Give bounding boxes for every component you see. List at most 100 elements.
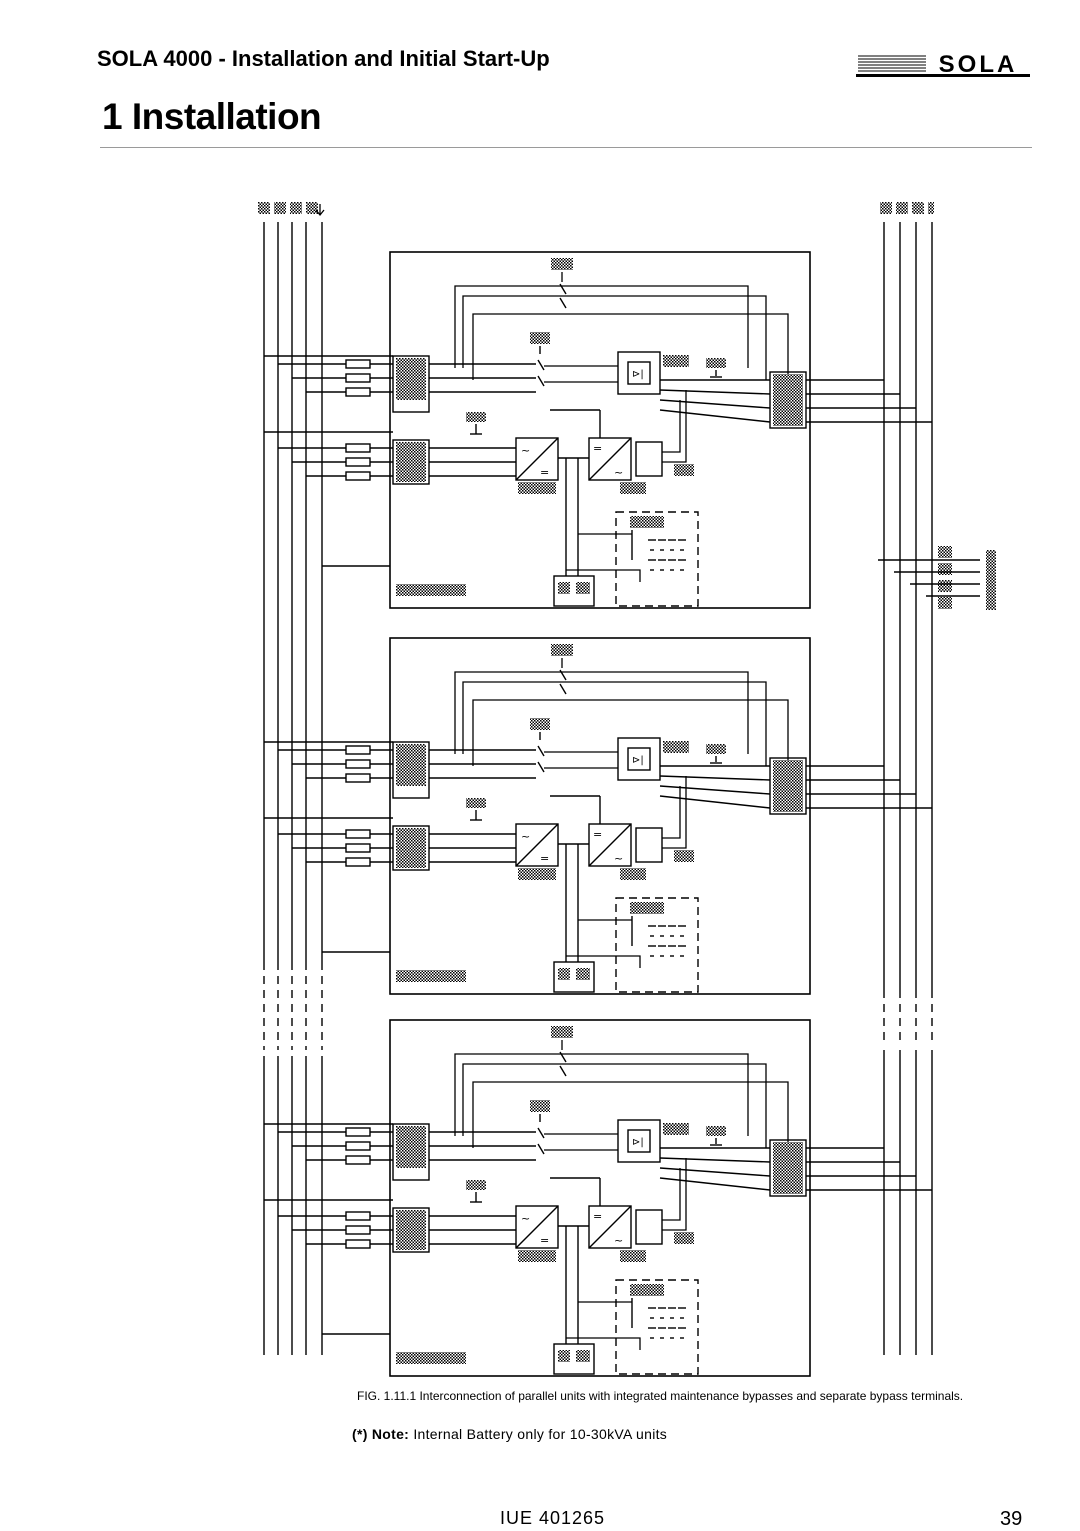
- static-bypass-label: [530, 718, 550, 730]
- ac-symbol-icon: ~: [614, 1234, 623, 1247]
- ac-symbol-icon: ~: [521, 830, 530, 843]
- input-terminal-hatch: [396, 1210, 426, 1250]
- battery-link-wire: [566, 955, 641, 968]
- maintenance-bypass-label: [551, 258, 573, 270]
- ss-to-output-wire: [659, 1177, 771, 1191]
- output-terminal-block: [769, 757, 807, 815]
- inverter-box: [588, 823, 632, 867]
- input-terminal-block-a: [392, 1123, 430, 1181]
- battery-note: (*) Note: Internal Battery only for 10-3…: [352, 1426, 667, 1442]
- inverter-out-wire: [662, 1158, 687, 1231]
- output-switch-label: [706, 1126, 726, 1136]
- ac-symbol-icon: ~: [614, 852, 623, 865]
- bus-label-left-4: [306, 202, 318, 214]
- output-terminal-hatch: [773, 374, 803, 426]
- inverter-switch-box: [635, 827, 663, 863]
- battery-terminal-hatch: [576, 968, 590, 980]
- battery-breaker-label: [630, 516, 664, 528]
- inverter-out-wire: [662, 400, 681, 453]
- rectifier-box: [515, 1205, 559, 1249]
- bus-label-left-1: [258, 202, 270, 214]
- static-switch-box: [617, 351, 661, 395]
- input-fuse-a: [345, 745, 371, 755]
- internal-battery-frame: [615, 511, 699, 607]
- bypass-wire-2: [462, 681, 767, 766]
- input-fuse-b: [345, 829, 371, 839]
- figure-caption: FIG. 1.11.1 Interconnection of parallel …: [357, 1389, 964, 1403]
- static-switch-inner: [627, 747, 651, 771]
- thyristor-icon: ⊳|: [632, 369, 644, 380]
- bypass-wire-4: [562, 671, 749, 754]
- load-terminal-label: [938, 546, 952, 558]
- load-terminal-vertical-label: [986, 550, 996, 610]
- thyristor-icon: ⊳|: [632, 755, 644, 766]
- comm-port-label: [396, 970, 466, 982]
- ups-unit-1: ⊳|~==~: [264, 251, 932, 609]
- output-terminal-hatch: [773, 1142, 803, 1194]
- input-fuse-b: [345, 443, 371, 453]
- ups-unit-2: ⊳| ~ = = ~: [264, 637, 932, 995]
- inverter-out-wire: [662, 776, 687, 849]
- switch-contact: [537, 745, 545, 757]
- bypass-wire-2: [462, 295, 767, 380]
- inverter-diagonal: [588, 823, 632, 867]
- thyristor-icon: ⊳|: [632, 1137, 644, 1148]
- load-terminal-label: [938, 597, 952, 609]
- output-terminal-block: [769, 371, 807, 429]
- rectifier-label: [518, 868, 556, 880]
- dc-symbol-icon: =: [593, 828, 602, 841]
- bypass-wire-3: [472, 1081, 789, 1148]
- document-code: IUE 401265: [500, 1508, 606, 1528]
- switch-contact: [537, 375, 545, 387]
- inverter-out-wire: [662, 786, 681, 839]
- input-fuse-b: [345, 1239, 371, 1249]
- switch-contact: [537, 1127, 545, 1139]
- bypass-wire-4: [562, 285, 749, 368]
- bypass-wire-3: [472, 313, 789, 380]
- sola-logo: SOLA: [856, 51, 1030, 78]
- static-switch-inner: [627, 1129, 651, 1153]
- bypass-wire-3: [472, 699, 789, 766]
- bypass-wire-1: [454, 285, 562, 368]
- input-fuse-a: [345, 1155, 371, 1165]
- static-switch-inner: [627, 361, 651, 385]
- dc-symbol-icon: =: [540, 852, 549, 865]
- inverter-switch-label: [674, 464, 694, 476]
- internal-battery-frame: [615, 897, 699, 993]
- input-fuse-a: [345, 1127, 371, 1137]
- switch-contact: [537, 1143, 545, 1155]
- logo-text: SOLA: [939, 51, 1018, 78]
- bus-label-right-3: [912, 202, 924, 214]
- input-fuse-a: [345, 359, 371, 369]
- static-switch-box: [617, 1119, 661, 1163]
- inverter-switch-box: [635, 1209, 663, 1245]
- output-switch-label: [706, 358, 726, 368]
- static-bypass-label: [530, 1100, 550, 1112]
- ac-symbol-icon: ~: [614, 466, 623, 479]
- inverter-switch-box: [635, 441, 663, 477]
- output-switch-label: [706, 744, 726, 754]
- input-terminal-hatch: [396, 442, 426, 482]
- dc-symbol-icon: =: [540, 1234, 549, 1247]
- battery-terminal-hatch: [558, 968, 570, 980]
- ss-to-output-wire: [659, 409, 771, 423]
- switch-contact: [537, 359, 545, 371]
- maintenance-bypass-label: [551, 1026, 573, 1038]
- static-switch-label: [663, 1123, 689, 1135]
- dc-symbol-icon: =: [593, 442, 602, 455]
- comm-port-label: [396, 584, 466, 596]
- battery-terminal-block: [553, 961, 595, 993]
- battery-breaker-label: [630, 902, 664, 914]
- bus-label-right-2: [896, 202, 908, 214]
- heading-rule: [100, 147, 1032, 148]
- bus-label-left-3: [290, 202, 302, 214]
- dc-symbol-icon: =: [540, 466, 549, 479]
- static-switch-label: [663, 741, 689, 753]
- internal-battery-frame: [615, 1279, 699, 1375]
- inverter-box: [588, 437, 632, 481]
- static-switch-label: [663, 355, 689, 367]
- battery-terminal-hatch: [576, 1350, 590, 1362]
- rectifier-label: [518, 482, 556, 494]
- input-breaker-label: [466, 412, 486, 422]
- earth-arrow-icon: [315, 204, 325, 217]
